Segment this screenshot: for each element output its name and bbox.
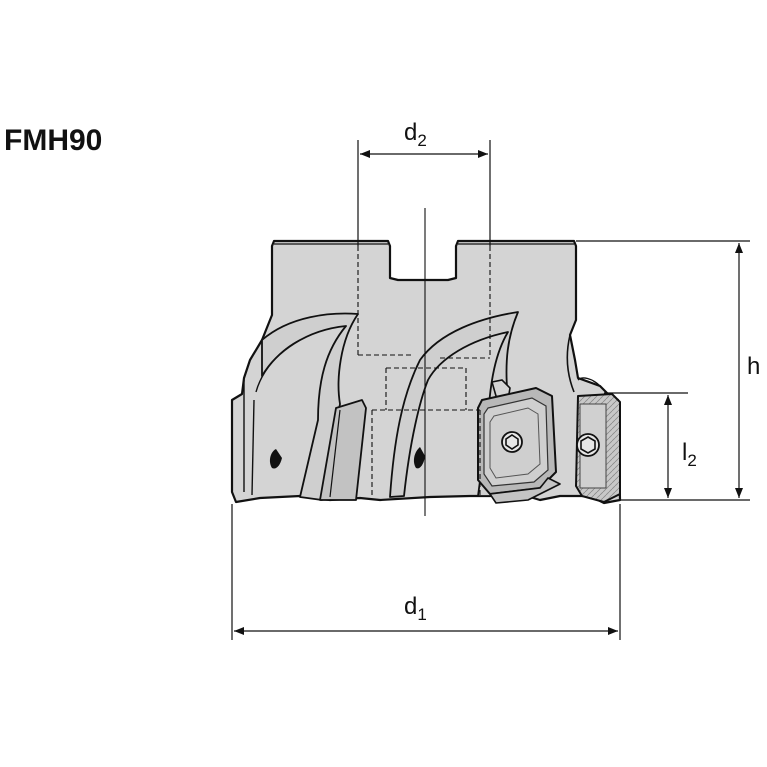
d1-label: d1 — [404, 593, 427, 624]
l2-label: l2 — [682, 439, 697, 470]
cutter-body — [230, 239, 622, 505]
product-title: FMH90 — [4, 124, 102, 157]
flute-left — [261, 312, 359, 501]
insert-front — [477, 379, 561, 504]
dimension-d2: d2 — [357, 119, 491, 246]
h-label: h — [747, 353, 760, 380]
dimension-l2: l2 — [604, 392, 697, 498]
insert-left-edge — [319, 399, 367, 501]
dimension-h: h — [576, 240, 760, 501]
insert-side — [575, 393, 621, 503]
dimension-d1: d1 — [231, 504, 621, 640]
d2-label: d2 — [404, 119, 427, 150]
screw-icon — [501, 431, 523, 453]
hidden-lines — [357, 246, 491, 496]
